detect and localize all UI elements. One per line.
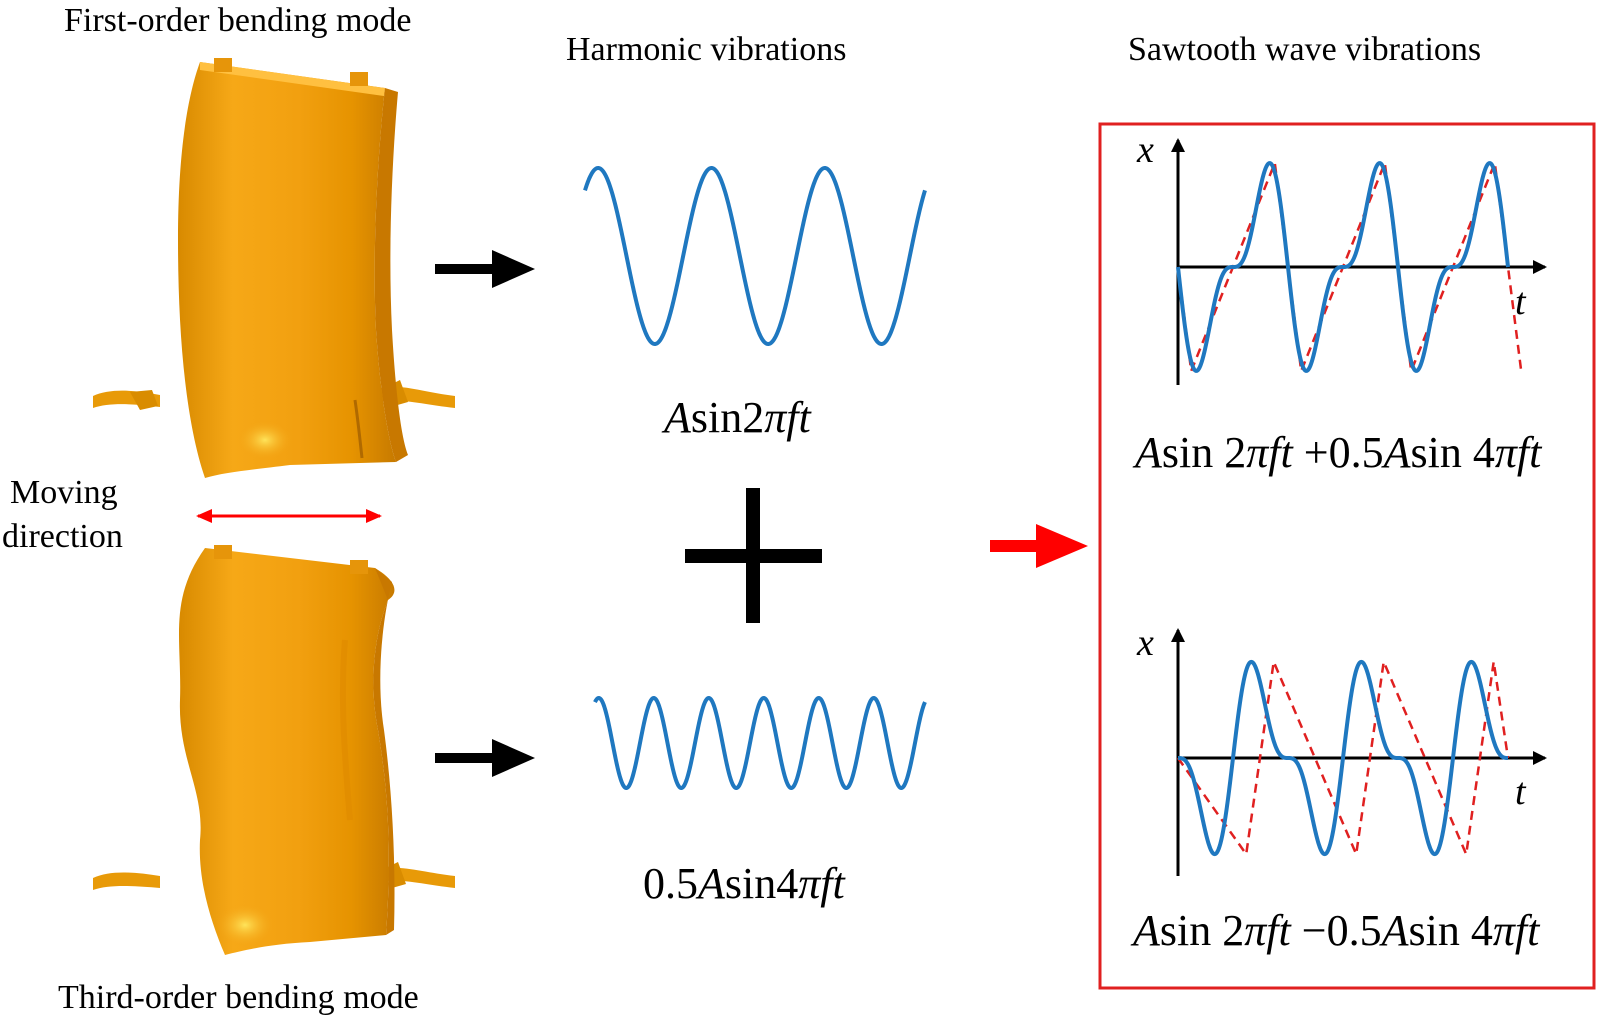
harmonic-wave-bottom	[593, 695, 927, 791]
third-order-mode-image	[93, 545, 455, 955]
harmonic-bottom-equation: 0.5Asin4πft	[643, 859, 847, 908]
sawtooth-top-equation: Asin 2πft +0.5Asin 4πft	[1132, 428, 1543, 477]
sawtooth-plot-top: x t	[1136, 129, 1547, 385]
sawtooth-heading: Sawtooth wave vibrations	[1128, 31, 1481, 68]
sawtooth-plot-bottom: x t	[1136, 622, 1547, 876]
third-mode-label: Third-order bending mode	[58, 979, 419, 1016]
t-axis-label-top: t	[1515, 281, 1527, 323]
arrow-to-harmonic-bottom	[435, 739, 535, 777]
first-mode-label: First-order bending mode	[64, 2, 412, 39]
sawtooth-box	[1098, 122, 1596, 990]
harmonic-wave-top	[583, 165, 927, 347]
moving-direction-label-1: Moving	[10, 474, 118, 511]
x-axis-label-top: x	[1136, 129, 1154, 171]
sawtooth-bottom-equation: Asin 2πft −0.5Asin 4πft	[1130, 906, 1541, 955]
sawtooth-approx-bottom	[1178, 659, 1508, 857]
plus-sign	[685, 488, 822, 623]
arrow-to-sawtooth	[990, 524, 1088, 568]
harmonic-heading: Harmonic vibrations	[566, 31, 846, 68]
arrow-to-harmonic-top	[435, 250, 535, 288]
moving-direction-label-2: direction	[2, 518, 123, 555]
sawtooth-approx-top	[1176, 161, 1510, 373]
first-order-mode-image	[93, 58, 455, 478]
t-axis-label-bottom: t	[1515, 771, 1527, 813]
x-axis-label-bottom: x	[1136, 622, 1154, 664]
harmonic-top-equation: Asin2πft	[661, 393, 813, 442]
sawtooth-ideal-bottom	[1176, 657, 1510, 859]
